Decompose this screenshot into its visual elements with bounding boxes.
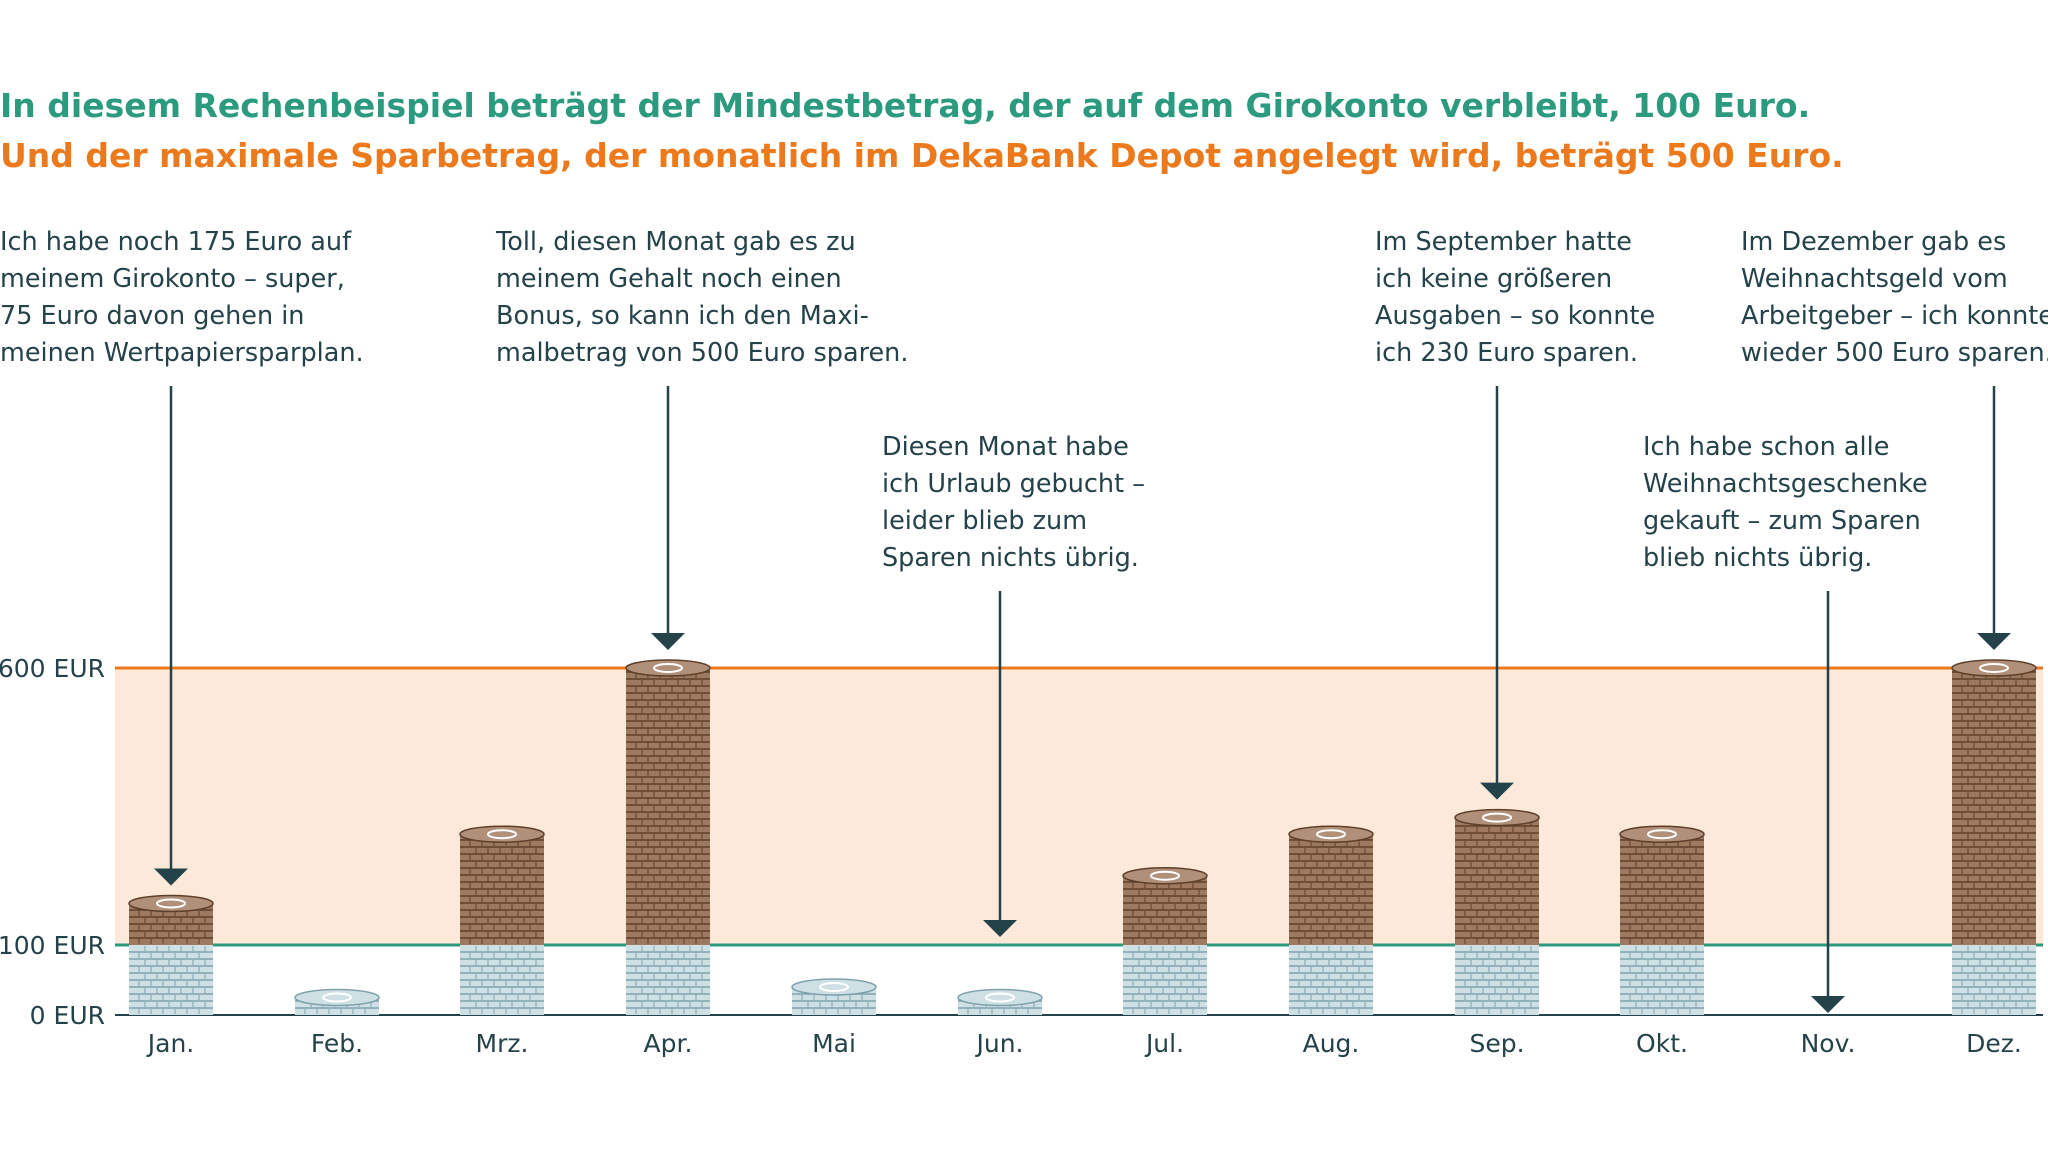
annotation-text: ich 230 Euro sparen. bbox=[1375, 338, 1638, 368]
coin-top bbox=[625, 659, 711, 677]
annotation-text: malbetrag von 500 Euro sparen. bbox=[496, 338, 908, 368]
arrow-head-icon bbox=[1480, 782, 1514, 800]
y-tick-label: 100 EUR bbox=[0, 931, 105, 960]
euro-icon bbox=[985, 992, 1015, 1003]
annotation-text: Arbeitgeber – ich konnte bbox=[1741, 301, 2048, 331]
coin-top bbox=[1288, 825, 1374, 843]
annotation-text: blieb nichts übrig. bbox=[1643, 543, 1872, 573]
month-label: Mrz. bbox=[476, 1029, 529, 1058]
euro-icon bbox=[1979, 663, 2009, 673]
euro-icon bbox=[156, 898, 186, 909]
arrow-head-icon bbox=[983, 920, 1017, 937]
annotation-text: Im Dezember gab es bbox=[1741, 227, 2006, 257]
y-tick-label: 0 EUR bbox=[30, 1001, 105, 1030]
annotation-text: meinen Wertpapiersparplan. bbox=[0, 338, 364, 368]
annotation-text: wieder 500 Euro sparen. bbox=[1741, 338, 2048, 368]
annotation-text: leider blieb zum bbox=[882, 506, 1087, 536]
arrow-head-icon bbox=[1977, 633, 2011, 650]
annotation: Im Dezember gab es Weihnachtsgeld vomArbe… bbox=[1741, 227, 2048, 650]
coin-top bbox=[128, 894, 214, 913]
annotation-text: meinem Gehalt noch einen bbox=[496, 264, 842, 294]
month-label: Nov. bbox=[1801, 1029, 1856, 1058]
annotation-text: Im September hatte bbox=[1375, 227, 1632, 257]
savings-range-band bbox=[115, 668, 2043, 945]
month-label: Jul. bbox=[1144, 1029, 1184, 1058]
annotation: Toll, diesen Monat gab es zu meinem Gehal… bbox=[495, 227, 908, 650]
month-label: Mai bbox=[812, 1029, 856, 1058]
month-label: Sep. bbox=[1469, 1029, 1524, 1058]
annotation-text: Weihnachtsgeld vom bbox=[1741, 264, 2008, 294]
headline-maximum: Und der maximale Sparbetrag, der monatli… bbox=[0, 136, 1844, 175]
coin-stack bbox=[625, 659, 711, 1015]
annotation: Diesen Monat habe ich Urlaub gebucht – lei… bbox=[882, 432, 1145, 937]
month-label: Apr. bbox=[644, 1029, 693, 1058]
coin-stack bbox=[957, 988, 1043, 1015]
annotation-text: Bonus, so kann ich den Maxi- bbox=[496, 301, 869, 331]
euro-icon bbox=[487, 829, 517, 840]
y-tick-label: 600 EUR bbox=[0, 654, 105, 683]
month-label: Jan. bbox=[146, 1029, 194, 1058]
annotation-text: gekauft – zum Sparen bbox=[1643, 506, 1921, 536]
coin-top bbox=[459, 825, 545, 843]
annotation-text: ich Urlaub gebucht – bbox=[882, 469, 1145, 499]
month-label: Feb. bbox=[311, 1029, 363, 1058]
coin-top bbox=[1619, 825, 1705, 843]
annotation-text: Sparen nichts übrig. bbox=[882, 543, 1139, 573]
annotation: Ich habe noch 175 Euro auf meinem Girokon… bbox=[0, 227, 364, 886]
annotation-text: Toll, diesen Monat gab es zu bbox=[495, 227, 856, 257]
coin-top bbox=[1951, 659, 2037, 677]
annotation-text: ich keine größeren bbox=[1375, 264, 1612, 294]
coin-top bbox=[1122, 867, 1208, 885]
euro-icon bbox=[819, 982, 849, 992]
annotation: Im September hatte ich keine größerenAusg… bbox=[1375, 227, 1655, 800]
annotation-text: Ich habe noch 175 Euro auf bbox=[0, 227, 352, 257]
coin-stack bbox=[791, 978, 877, 1015]
arrow-head-icon bbox=[154, 868, 188, 886]
month-label: Jun. bbox=[974, 1029, 1023, 1058]
annotation-text: Diesen Monat habe bbox=[882, 432, 1129, 462]
coin-stack bbox=[1288, 825, 1374, 1015]
euro-icon bbox=[1647, 829, 1677, 840]
arrow-head-icon bbox=[651, 633, 685, 650]
coin-stack bbox=[1951, 659, 2037, 1015]
headline-minimum: In diesem Rechenbeispiel beträgt der Min… bbox=[0, 86, 1811, 125]
coin-stack bbox=[1454, 808, 1540, 1015]
euro-icon bbox=[1316, 829, 1346, 840]
coin-top bbox=[791, 978, 877, 996]
coin-top bbox=[1454, 808, 1540, 827]
euro-icon bbox=[1482, 812, 1512, 823]
coin-stack bbox=[1619, 825, 1705, 1015]
euro-icon bbox=[653, 663, 683, 673]
annotation-text: meinem Girokonto – super, bbox=[0, 264, 345, 294]
month-label: Dez. bbox=[1966, 1029, 2022, 1058]
coin-stack bbox=[128, 894, 214, 1015]
euro-icon bbox=[1150, 870, 1180, 881]
annotation-text: Weihnachtsgeschenke bbox=[1643, 469, 1928, 499]
annotation-text: 75 Euro davon gehen in bbox=[0, 301, 304, 331]
arrow-head-icon bbox=[1811, 996, 1845, 1013]
coin-stack bbox=[1122, 867, 1208, 1015]
month-label: Aug. bbox=[1303, 1029, 1360, 1058]
coin-stack bbox=[294, 988, 380, 1015]
coin-top bbox=[957, 988, 1043, 1007]
month-label: Okt. bbox=[1636, 1029, 1688, 1058]
coin-top bbox=[294, 988, 380, 1007]
annotation-text: Ausgaben – so konnte bbox=[1375, 301, 1655, 331]
annotation-text: Ich habe schon alle bbox=[1643, 432, 1889, 462]
coin-stack bbox=[459, 825, 545, 1015]
euro-icon bbox=[322, 992, 352, 1003]
